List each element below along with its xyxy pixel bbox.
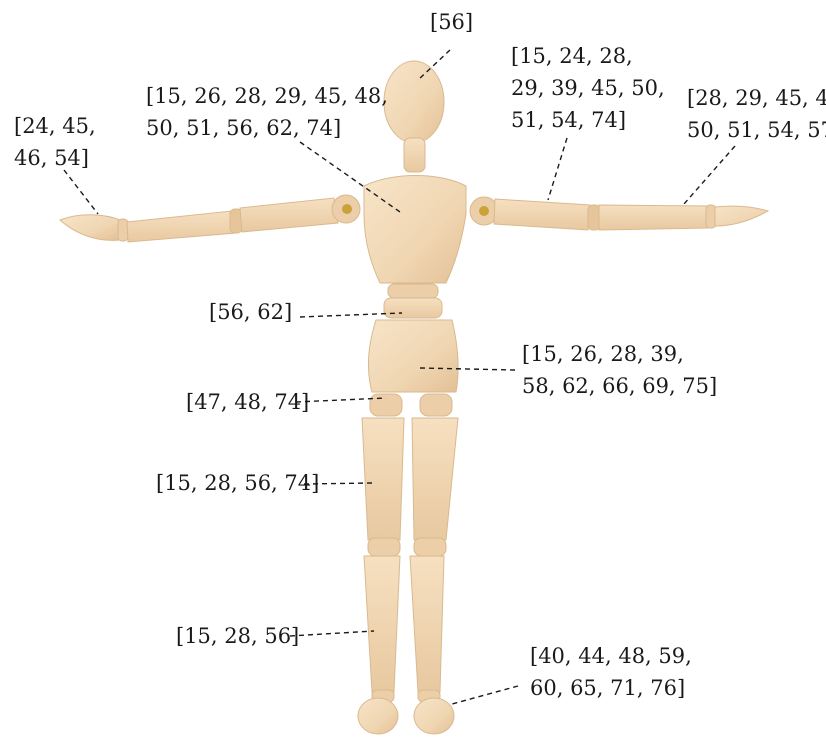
right-foot xyxy=(414,698,454,734)
right-thigh xyxy=(412,418,458,540)
mannequin-chest xyxy=(364,176,466,284)
left-knee xyxy=(368,538,400,556)
leader-line-right-forearm xyxy=(684,146,735,204)
left-upper-arm xyxy=(240,198,338,232)
left-wrist xyxy=(118,219,128,241)
left-shin xyxy=(364,556,400,692)
right-knee xyxy=(414,538,446,556)
label-thigh: [15, 28, 56, 74] xyxy=(156,467,319,499)
right-hip-joint xyxy=(420,394,452,416)
label-left-hand: [24, 45, 46, 54] xyxy=(14,110,96,174)
left-hip-joint xyxy=(370,394,402,416)
label-right-forearm: [28, 29, 45, 48, 50, 51, 54, 57] xyxy=(687,82,826,146)
label-head: [56] xyxy=(430,6,473,38)
right-elbow xyxy=(588,205,600,230)
right-shin xyxy=(410,556,444,692)
mannequin-neck xyxy=(404,138,425,172)
left-thigh xyxy=(362,418,404,540)
label-right-upper-arm: [15, 24, 28, 29, 39, 45, 50, 51, 54, 74] xyxy=(511,40,665,136)
label-left-shoulder: [15, 26, 28, 29, 45, 48, 50, 51, 56, 62,… xyxy=(146,80,388,144)
left-hand xyxy=(60,215,120,241)
leader-line-left-hand xyxy=(64,170,98,214)
mannequin-head xyxy=(384,61,444,143)
leader-line-shin xyxy=(290,631,374,636)
right-forearm xyxy=(599,205,708,230)
label-hip-joint: [47, 48, 74] xyxy=(186,386,309,418)
right-shoulder-screw xyxy=(479,206,489,216)
label-foot: [40, 44, 48, 59, 60, 65, 71, 76] xyxy=(530,640,692,704)
leader-line-right-upper-arm xyxy=(548,138,567,200)
waist-segment-upper xyxy=(388,284,438,298)
label-pelvis: [15, 26, 28, 39, 58, 62, 66, 69, 75] xyxy=(522,338,717,402)
label-shin: [15, 28, 56] xyxy=(176,620,299,652)
label-waist: [56, 62] xyxy=(209,296,292,328)
left-shoulder-screw xyxy=(342,204,352,214)
left-foot xyxy=(358,698,398,734)
right-upper-arm xyxy=(494,199,590,230)
right-hand xyxy=(715,206,768,226)
mannequin-pelvis xyxy=(369,320,459,392)
waist-segment-lower xyxy=(384,298,442,318)
left-forearm xyxy=(127,211,236,242)
leader-line-foot xyxy=(452,686,518,704)
